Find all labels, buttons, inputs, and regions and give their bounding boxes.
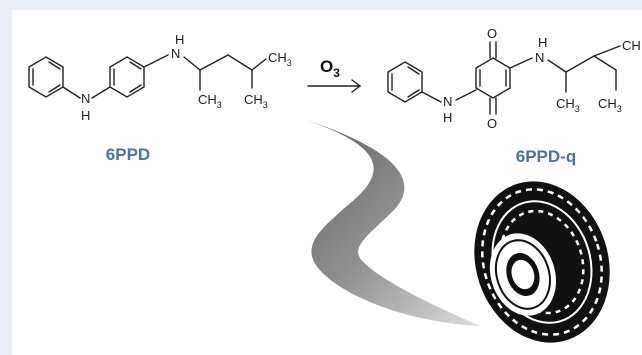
methyl-right-q: CH3 xyxy=(598,96,622,114)
reaction-arrow xyxy=(307,79,362,93)
structure-6ppd xyxy=(28,54,267,99)
methyl-left-q: CH3 xyxy=(556,96,580,114)
reagent-ozone: O3 xyxy=(320,57,340,80)
label-6ppd: 6PPD xyxy=(106,145,150,164)
methyl-left: CH3 xyxy=(198,92,222,110)
atom-n-bridge-q: N xyxy=(443,94,452,109)
methyl-right: CH3 xyxy=(244,92,268,110)
atom-h-bridge-q: H xyxy=(443,110,452,125)
atom-h-amine-q: H xyxy=(538,35,547,50)
atom-o-top: O xyxy=(487,26,497,41)
swoosh-arrow-icon xyxy=(300,118,480,326)
atom-o-bottom: O xyxy=(487,116,497,131)
methyl-top: CH3 xyxy=(268,50,292,68)
tire-icon xyxy=(474,181,610,343)
methyl-top-q: CH xyxy=(622,38,641,53)
atom-h-amine: H xyxy=(175,32,184,47)
structure-6ppd-q xyxy=(387,41,621,115)
atom-n-amine-q: N xyxy=(535,50,544,65)
atom-h-bridge: H xyxy=(81,108,90,123)
atom-n-bridge: N xyxy=(81,91,90,106)
label-6ppd-q: 6PPD-q xyxy=(516,147,576,166)
atom-n-amine: N xyxy=(171,46,180,61)
